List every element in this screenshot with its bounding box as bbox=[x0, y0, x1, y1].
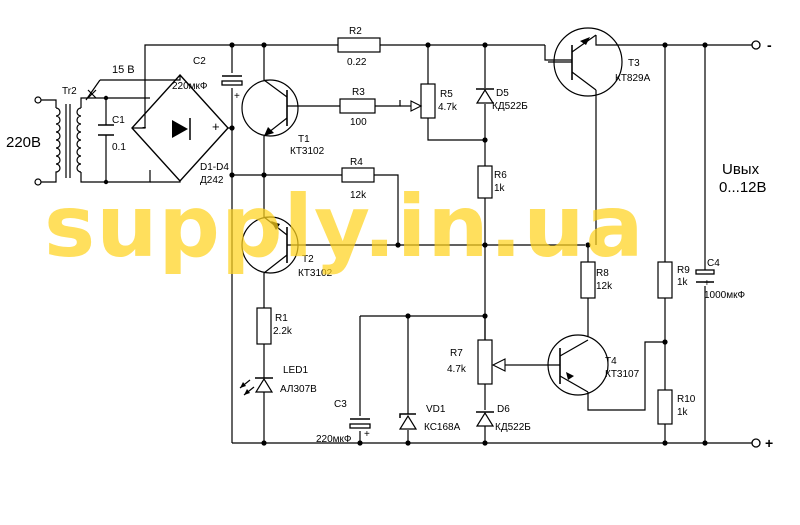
r3-label: R3 bbox=[352, 87, 365, 98]
t1-label: T1 bbox=[298, 134, 310, 145]
led1-value: АЛ307В bbox=[280, 384, 317, 395]
capacitor-c2 bbox=[221, 45, 243, 128]
output-voltage-range: 0...12В bbox=[719, 179, 767, 196]
t3-value: КТ829А bbox=[615, 73, 651, 84]
bridge-minus: - bbox=[142, 119, 146, 134]
r10-value: 1k bbox=[677, 407, 689, 418]
r9-label: R9 bbox=[677, 265, 690, 276]
vd1-value: КС168А bbox=[424, 422, 461, 433]
c4-label: C4 bbox=[707, 258, 720, 269]
r6-value: 1k bbox=[494, 183, 506, 194]
t4-value: КТ3107 bbox=[605, 369, 640, 380]
resistor-r2 bbox=[337, 37, 381, 53]
r7-value: 4.7k bbox=[447, 364, 467, 375]
mains-terminal-top bbox=[34, 96, 42, 104]
resistor-r9 bbox=[657, 261, 673, 299]
r4-label: R4 bbox=[350, 157, 363, 168]
mains-voltage-label: 220В bbox=[6, 134, 41, 151]
c2-plus: + bbox=[234, 91, 240, 102]
c3-plus: + bbox=[364, 429, 370, 440]
r2-value: 0.22 bbox=[347, 57, 367, 68]
c4-plus: + bbox=[704, 278, 710, 289]
diode-d5 bbox=[475, 45, 495, 166]
tr2-label: Tr2 bbox=[62, 86, 77, 97]
capacitor-c3 bbox=[349, 316, 371, 443]
t1-value: КТ3102 bbox=[290, 146, 325, 157]
bridge-label: D1-D4 bbox=[200, 162, 229, 173]
c1-value: 0.1 bbox=[112, 142, 126, 153]
c2-value: 220мкФ bbox=[172, 81, 208, 92]
r5-label: R5 bbox=[440, 89, 453, 100]
transistor-t4 bbox=[547, 334, 609, 396]
c1-label: C1 bbox=[112, 115, 125, 126]
r3-value: 100 bbox=[350, 117, 367, 128]
resistor-r1 bbox=[256, 307, 272, 345]
c4-value: 1000мкФ bbox=[704, 290, 745, 301]
capacitor-c4 bbox=[695, 45, 715, 443]
transistor-t1 bbox=[241, 79, 299, 137]
bridge-value: Д242 bbox=[200, 175, 224, 186]
output-terminal-positive bbox=[751, 438, 761, 448]
r8-value: 12k bbox=[596, 281, 613, 292]
r7-label: R7 bbox=[450, 348, 463, 359]
bridge-plus: + bbox=[212, 119, 220, 134]
t4-label: T4 bbox=[605, 356, 617, 367]
output-terminal-negative bbox=[751, 40, 761, 50]
terminal-minus-sign: - bbox=[767, 37, 772, 53]
capacitor-c1 bbox=[98, 97, 114, 183]
r6-label: R6 bbox=[494, 170, 507, 181]
t2-value: КТ3102 bbox=[298, 268, 333, 279]
resistor-r3 bbox=[339, 98, 376, 114]
mains-terminal-bottom bbox=[34, 178, 42, 186]
r2-label: R2 bbox=[349, 26, 362, 37]
output-voltage-label: Uвых bbox=[722, 161, 760, 178]
d5-value: КД522Б bbox=[492, 101, 528, 112]
c2-label: C2 bbox=[193, 56, 206, 67]
led-led1 bbox=[239, 377, 274, 443]
c3-value: 220мкФ bbox=[316, 434, 352, 445]
watermark: supply.in.ua bbox=[44, 177, 644, 277]
junction-dots bbox=[103, 42, 708, 446]
vd1-label: VD1 bbox=[426, 404, 446, 415]
r8-label: R8 bbox=[596, 268, 609, 279]
r1-value: 2.2k bbox=[273, 326, 293, 337]
r9-value: 1k bbox=[677, 277, 689, 288]
r4-value: 12k bbox=[350, 190, 367, 201]
transformer-tr2 bbox=[34, 79, 101, 186]
tap-voltage-label: 15 В bbox=[112, 64, 135, 76]
zener-vd1 bbox=[398, 316, 418, 443]
resistor-r10 bbox=[657, 389, 673, 425]
diode-d6 bbox=[475, 411, 495, 443]
r10-label: R10 bbox=[677, 394, 696, 405]
t2-label: T2 bbox=[302, 254, 314, 265]
d6-value: КД522Б bbox=[495, 422, 531, 433]
resistor-r4 bbox=[341, 167, 375, 183]
potentiometer-r5 bbox=[420, 83, 436, 119]
led1-label: LED1 bbox=[283, 365, 308, 376]
terminal-plus-sign: + bbox=[765, 435, 773, 451]
c3-label: C3 bbox=[334, 399, 347, 410]
transistor-t2 bbox=[241, 216, 299, 274]
t3-label: T3 bbox=[628, 58, 640, 69]
potentiometer-r7 bbox=[477, 339, 493, 385]
bridge-rectifier bbox=[100, 73, 229, 183]
r1-label: R1 bbox=[275, 313, 288, 324]
d6-label: D6 bbox=[497, 404, 510, 415]
r5-value: 4.7k bbox=[438, 102, 458, 113]
d5-label: D5 bbox=[496, 88, 509, 99]
